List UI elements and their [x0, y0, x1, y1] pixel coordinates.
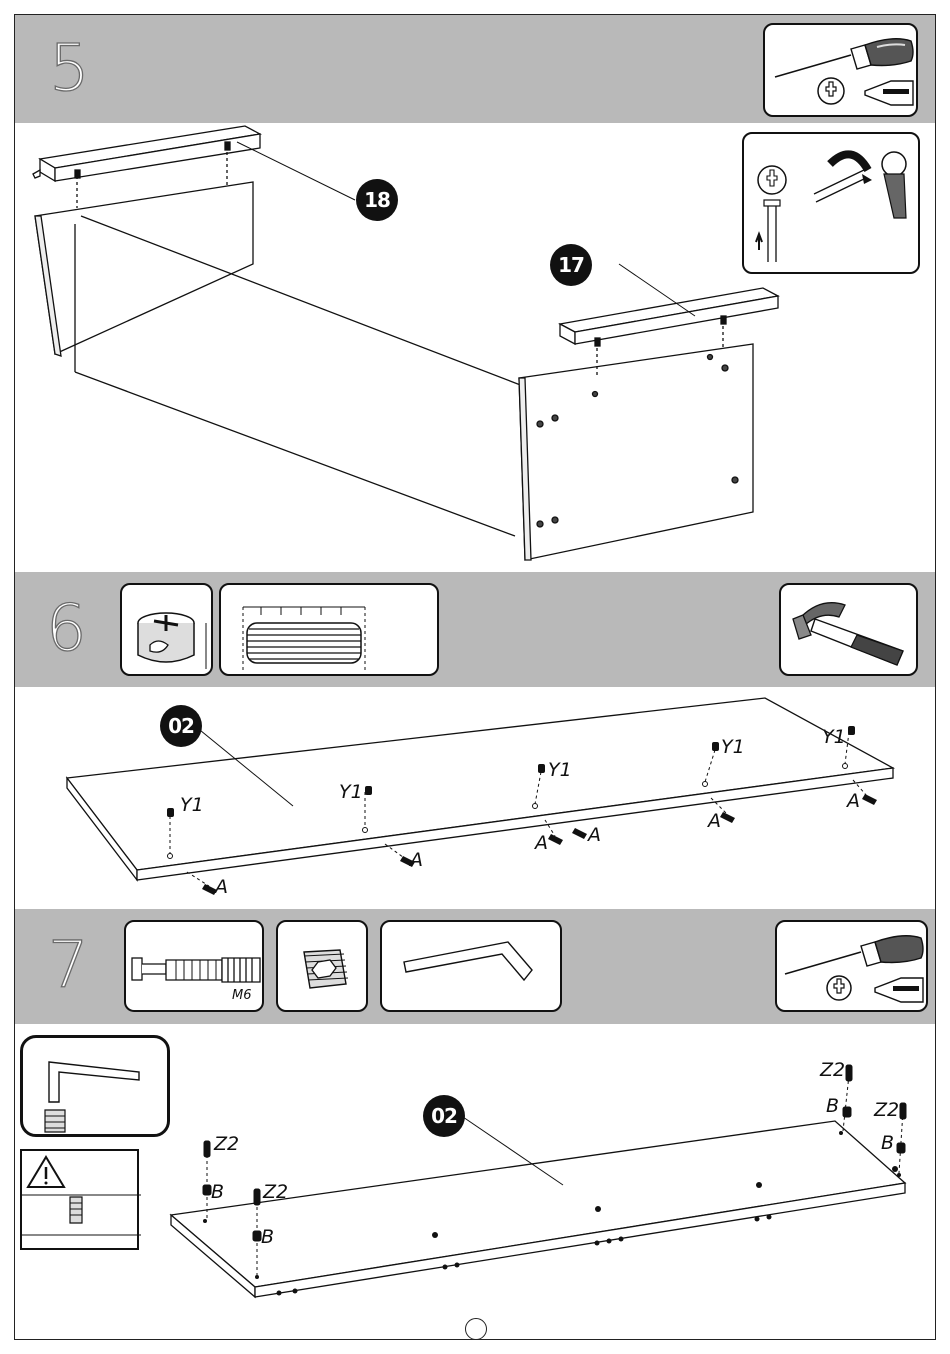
back-panel — [35, 182, 523, 536]
allen-key-icon — [382, 922, 564, 1014]
allen-key-detail — [20, 1035, 170, 1137]
cam-lock-icon — [744, 134, 922, 276]
warning-detail — [20, 1149, 139, 1250]
insert-nut-icon — [278, 922, 370, 1014]
warning-icon — [22, 1151, 141, 1252]
allen-key-icon — [23, 1038, 173, 1140]
hammer-box — [779, 583, 918, 676]
a-label: A — [847, 792, 860, 811]
side-panel — [519, 344, 753, 560]
step-6-panel: 02 Y1 Y1 Y1 Y1 Y1 A A A A A A — [15, 688, 935, 908]
cam-lock-box — [120, 583, 213, 676]
cam-lock-icon — [122, 585, 215, 678]
y1-label: Y1 — [548, 761, 572, 780]
a-label: A — [535, 834, 548, 853]
tool-box-screwdriver — [775, 920, 928, 1012]
b-label: B — [826, 1097, 839, 1116]
part-02-callout: 02 — [423, 1095, 465, 1137]
step-number: 7 — [48, 934, 89, 998]
a-label: A — [410, 851, 423, 870]
z2-label: Z2 — [874, 1101, 899, 1120]
part-17-callout: 17 — [550, 244, 592, 286]
allen-key-box — [380, 920, 562, 1012]
phillips-screwdriver-icon — [765, 25, 920, 119]
tool-box-screwdriver — [763, 23, 918, 117]
y1-label: Y1 — [822, 728, 846, 747]
step-6-diagram — [15, 688, 935, 908]
y1-label: Y1 — [339, 783, 363, 802]
wooden-dowel-icon — [221, 585, 441, 678]
connector-bolt-box: M6 — [124, 920, 264, 1012]
z2-label: Z2 — [263, 1183, 288, 1202]
hammer-icon — [781, 585, 920, 678]
part-18-callout: 18 — [356, 179, 398, 221]
y1-label: Y1 — [721, 738, 745, 757]
a-label: A — [588, 826, 601, 845]
phillips-screwdriver-icon — [777, 922, 930, 1014]
a-label: A — [215, 878, 228, 897]
y1-label: Y1 — [180, 796, 204, 815]
b-label: B — [881, 1134, 894, 1153]
b-label: B — [211, 1183, 224, 1202]
step-number: 6 — [46, 597, 87, 661]
a-label: A — [708, 812, 721, 831]
step-number: 5 — [49, 37, 90, 101]
b-label: B — [261, 1228, 274, 1247]
cam-lock-detail — [742, 132, 920, 274]
board-02 — [171, 1121, 905, 1297]
page-number-circle — [465, 1318, 487, 1340]
z2-label: Z2 — [820, 1061, 845, 1080]
m6-label: M6 — [232, 988, 252, 1003]
insert-nut-box — [276, 920, 368, 1012]
part-02-callout: 02 — [160, 705, 202, 747]
dowel-box — [219, 583, 439, 676]
z2-label: Z2 — [214, 1135, 239, 1154]
